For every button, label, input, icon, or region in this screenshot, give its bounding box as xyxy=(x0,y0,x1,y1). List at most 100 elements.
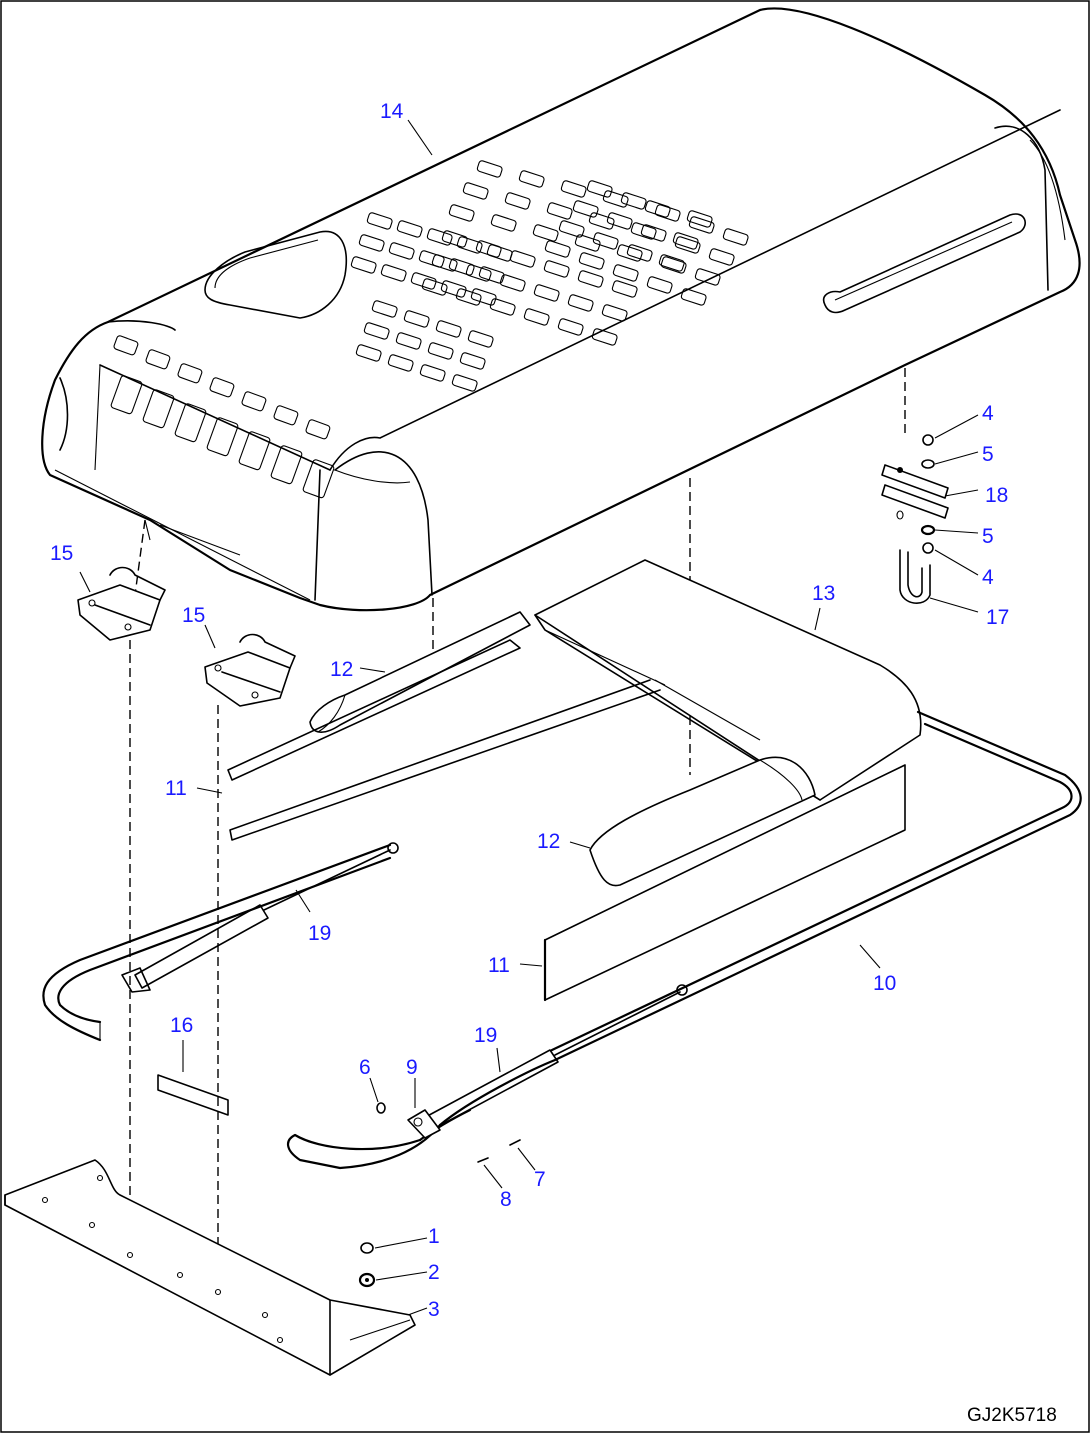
vent-slot xyxy=(419,364,446,382)
vent-slot xyxy=(418,250,445,268)
vent-slot xyxy=(478,266,505,284)
vent-slot xyxy=(602,190,629,208)
callout-13: 13 xyxy=(812,582,835,605)
vent-slot xyxy=(509,250,536,268)
end-vent-slot xyxy=(177,363,203,384)
washer-8 xyxy=(477,1157,489,1163)
vent-slot xyxy=(462,182,489,200)
end-vent-slot xyxy=(302,459,335,499)
vent-slot xyxy=(626,244,653,262)
vent-slot xyxy=(708,248,735,266)
ubolt-17 xyxy=(896,510,931,604)
callout-15-left: 15 xyxy=(50,542,73,565)
end-vent-slot xyxy=(238,431,271,471)
alignment-line xyxy=(134,519,146,596)
vent-slot xyxy=(459,352,486,370)
vent-slot xyxy=(660,256,687,274)
vent-slot xyxy=(440,280,467,298)
nut-6 xyxy=(376,1102,386,1114)
end-vent-slot xyxy=(110,375,143,415)
vent-slot xyxy=(388,242,415,260)
vent-slot xyxy=(612,264,639,282)
callout-11-upper: 11 xyxy=(165,777,187,800)
vent-slot xyxy=(543,260,570,278)
bracket-9 xyxy=(407,1109,441,1139)
vent-slot xyxy=(403,310,430,328)
vent-slot xyxy=(475,240,502,258)
end-vent-slot xyxy=(305,419,331,440)
vent-slot xyxy=(557,318,584,336)
vent-slot xyxy=(620,192,647,210)
nut-2 xyxy=(358,1272,376,1288)
hinge-left xyxy=(77,566,166,641)
callout-12-lower: 12 xyxy=(537,830,560,853)
vent-slot xyxy=(544,240,571,258)
vent-slot xyxy=(358,234,385,252)
vent-slot xyxy=(674,236,701,254)
vent-slot xyxy=(396,220,423,238)
washer-5-top xyxy=(921,459,935,469)
panel-upper xyxy=(227,639,661,841)
vent-slot xyxy=(640,224,667,242)
end-vent-slot xyxy=(145,349,171,370)
vent-slot xyxy=(355,344,382,362)
end-vent-slot xyxy=(270,445,303,485)
callout-3: 3 xyxy=(428,1298,440,1321)
vent-slot xyxy=(490,214,517,232)
engine-hood xyxy=(41,7,1081,612)
pin-16 xyxy=(157,1074,229,1116)
callout-5-top: 5 xyxy=(982,443,994,466)
vent-slot xyxy=(426,228,453,246)
vent-slot xyxy=(680,288,707,306)
vent-slot xyxy=(630,222,657,240)
vent-slot xyxy=(476,160,503,178)
washer-1 xyxy=(360,1242,374,1254)
vent-slot xyxy=(567,294,594,312)
bolt-4-top xyxy=(922,434,934,446)
vent-slot xyxy=(572,200,599,218)
vent-slot xyxy=(592,232,619,250)
vent-slot xyxy=(467,330,494,348)
vent-slot xyxy=(616,244,643,262)
vent-slot xyxy=(558,220,585,238)
vent-slot xyxy=(380,264,407,282)
callout-10: 10 xyxy=(873,972,896,995)
vent-slot xyxy=(586,180,613,198)
callout-9: 9 xyxy=(406,1056,418,1079)
callout-4-bottom: 4 xyxy=(982,566,994,589)
vent-slot xyxy=(435,320,462,338)
vent-slot xyxy=(350,256,377,274)
callout-16: 16 xyxy=(170,1014,193,1037)
vent-slot xyxy=(421,278,448,296)
callout-labels: 14 15 15 12 11 12 11 13 19 10 19 16 6 9 … xyxy=(50,100,1009,1321)
callout-18: 18 xyxy=(985,484,1008,507)
vent-slot xyxy=(387,354,414,372)
vent-slot xyxy=(591,328,618,346)
washer-5-bottom xyxy=(920,524,936,536)
callout-19-upper: 19 xyxy=(308,922,331,945)
drawing-code: GJ2K5718 xyxy=(967,1405,1057,1426)
vent-slot xyxy=(456,236,483,254)
callout-6: 6 xyxy=(359,1056,371,1079)
bolt-7 xyxy=(509,1139,521,1146)
vent-slot xyxy=(371,300,398,318)
hinge-right xyxy=(204,633,296,707)
vent-slot xyxy=(532,224,559,242)
vent-slot xyxy=(363,322,390,340)
end-vent-slot xyxy=(241,391,267,412)
seal-strip-upper xyxy=(309,611,531,733)
vent-slot xyxy=(601,304,628,322)
vent-slot xyxy=(611,280,638,298)
gas-spring-upper xyxy=(121,842,399,993)
plate-18 xyxy=(881,464,949,519)
callout-2: 2 xyxy=(428,1261,440,1284)
callout-12-upper: 12 xyxy=(330,658,353,681)
callout-4-top: 4 xyxy=(982,402,994,425)
vent-slot xyxy=(504,192,531,210)
end-vent-slot xyxy=(209,377,235,398)
vent-slot xyxy=(672,232,699,250)
end-vent-slot xyxy=(206,417,239,457)
vent-slot xyxy=(694,268,721,286)
vent-slot xyxy=(523,308,550,326)
